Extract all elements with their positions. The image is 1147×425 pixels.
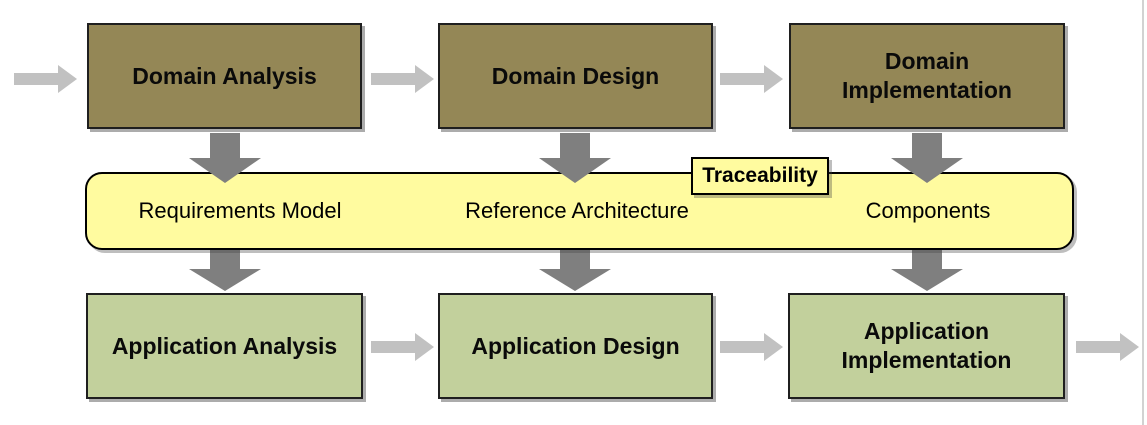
box-label: Application Analysis	[111, 332, 338, 359]
down-arrow-band-to-application-implementation	[891, 249, 963, 291]
flow-arrow-right-into-domain-analysis	[14, 65, 77, 93]
band-label-requirements-model: Requirements Model	[138, 198, 342, 223]
box-application-analysis: Application Analysis	[86, 293, 363, 399]
box-application-implementation: Application Implementation	[788, 293, 1065, 399]
band-label-components: Components	[865, 198, 991, 223]
down-arrow-domain-analysis-to-band	[189, 133, 261, 183]
flow-arrow-domain-design-to-implementation	[720, 65, 783, 93]
flow-arrow-out-of-application-implementation	[1076, 333, 1139, 361]
flow-arrow-domain-analysis-to-design	[371, 65, 434, 93]
box-application-design: Application Design	[438, 293, 713, 399]
down-arrow-band-to-application-design	[539, 249, 611, 291]
flow-arrow-application-design-to-implementation	[720, 333, 783, 361]
traceability-tag: Traceability	[691, 157, 829, 195]
down-arrow-domain-implementation-to-band	[891, 133, 963, 183]
page-right-border	[1142, 0, 1144, 425]
flow-arrow-application-analysis-to-design	[371, 333, 434, 361]
box-label: Domain Implementation	[842, 48, 1012, 103]
down-arrow-domain-design-to-band	[539, 133, 611, 183]
box-domain-implementation: Domain Implementation	[789, 23, 1065, 129]
box-domain-analysis: Domain Analysis	[87, 23, 362, 129]
box-label: Application Implementation	[841, 318, 1012, 373]
down-arrow-band-to-application-analysis	[189, 249, 261, 291]
band-label-reference-architecture: Reference Architecture	[465, 198, 689, 223]
box-label: Domain Analysis	[132, 62, 317, 89]
box-label: Application Design	[471, 332, 680, 359]
box-label: Domain Design	[491, 62, 660, 89]
traceability-tag-label: Traceability	[702, 164, 818, 187]
box-domain-design: Domain Design	[438, 23, 713, 129]
